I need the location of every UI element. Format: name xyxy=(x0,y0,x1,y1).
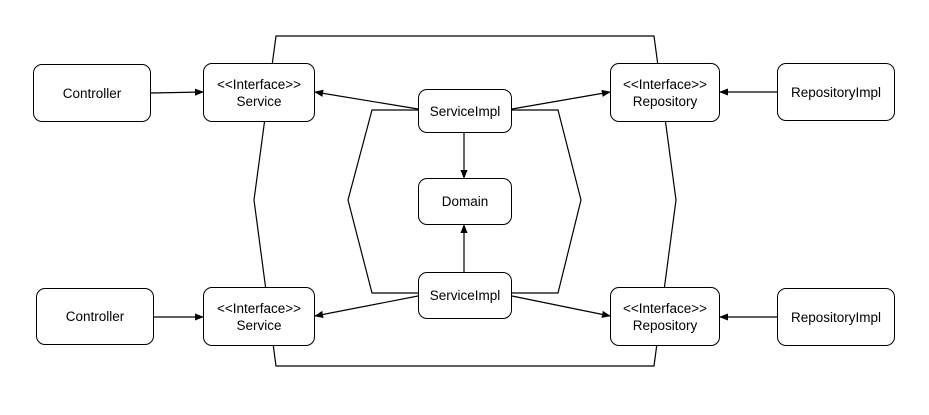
service-bottom-label: Service xyxy=(236,317,282,333)
arrow-serviceimpl-bottom-to-service-bottom xyxy=(314,295,419,318)
arrow-controller-top-to-service-top xyxy=(150,88,204,96)
domain-node[interactable]: Domain xyxy=(418,178,512,225)
serviceimpl-bottom-label: ServiceImpl xyxy=(429,288,501,303)
arrow-serviceimpl-top-to-service-top xyxy=(314,89,419,110)
serviceimpl-top-label: ServiceImpl xyxy=(429,103,501,119)
repository-bottom-label: Repository xyxy=(632,317,698,333)
outer-hexagon xyxy=(253,35,677,367)
repositoryimpl-top-label: RepositoryImpl xyxy=(790,84,882,100)
repository-bottom-stereotype: <<Interface>> xyxy=(622,300,708,316)
repository-interface-bottom-node[interactable]: <<Interface>> Repository xyxy=(610,287,720,346)
controller-top-label: Controller xyxy=(62,85,122,101)
domain-label: Domain xyxy=(441,194,489,209)
arrow-serviceimpl-top-to-repository-top xyxy=(511,89,611,110)
repositoryimpl-bottom-node[interactable]: RepositoryImpl xyxy=(777,288,895,346)
controller-bottom-label: Controller xyxy=(65,309,125,324)
repository-top-label: Repository xyxy=(632,93,698,109)
repository-top-stereotype: <<Interface>> xyxy=(622,76,708,92)
controller-bottom-node[interactable]: Controller xyxy=(36,288,154,345)
repositoryimpl-bottom-label: RepositoryImpl xyxy=(790,309,882,325)
serviceimpl-bottom-node[interactable]: ServiceImpl xyxy=(418,272,512,319)
inner-hexagon xyxy=(347,109,582,294)
service-interface-top-node[interactable]: <<Interface>> Service xyxy=(203,63,315,122)
service-top-label: Service xyxy=(236,93,282,109)
repositoryimpl-top-node[interactable]: RepositoryImpl xyxy=(777,63,895,121)
arrow-serviceimpl-bottom-to-repository-bottom xyxy=(511,295,611,318)
controller-top-node[interactable]: Controller xyxy=(33,64,151,122)
service-interface-bottom-node[interactable]: <<Interface>> Service xyxy=(203,287,315,346)
service-top-stereotype: <<Interface>> xyxy=(216,76,302,92)
repository-interface-top-node[interactable]: <<Interface>> Repository xyxy=(610,63,720,122)
serviceimpl-top-node[interactable]: ServiceImpl xyxy=(418,89,512,133)
service-bottom-stereotype: <<Interface>> xyxy=(216,300,302,316)
